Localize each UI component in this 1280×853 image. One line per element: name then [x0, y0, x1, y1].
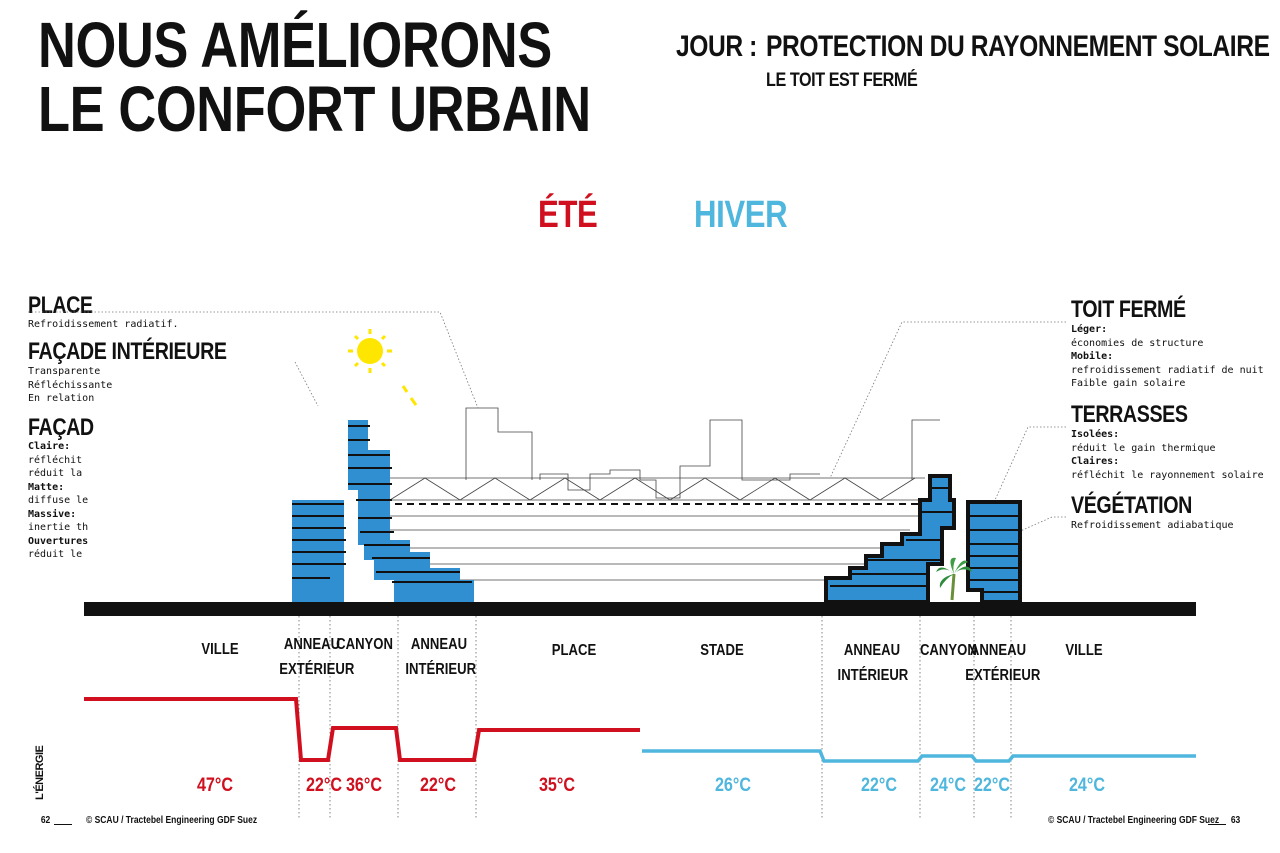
- title-line-1: NOUS AMÉLIORONS: [38, 9, 552, 81]
- left-facade-title: FAÇAD: [28, 414, 94, 441]
- header-subheading: LE TOIT EST FERMÉ: [766, 70, 918, 91]
- left-inner-building: [348, 420, 474, 602]
- temp-summer-ville: 47°C: [196, 775, 234, 796]
- zone-stade: STADE: [700, 642, 744, 659]
- temp-winter-canyon: 24°C: [929, 775, 967, 796]
- footer-credit-right: © SCAU / Tractebel Engineering GDF Suez: [1048, 815, 1220, 826]
- left-place-desc: Refroidissement radiatif.: [28, 319, 179, 330]
- right-terrasses-items: Isolées: réduit le gain thermique Claire…: [1071, 429, 1264, 481]
- temp-summer-anneau-ext: 22°C: [305, 775, 343, 796]
- energy-axis-label: L'ÉNERGIE: [34, 745, 46, 800]
- ground-line: [84, 602, 1196, 616]
- left-place-title: PLACE: [28, 292, 93, 319]
- right-outer-building: [966, 500, 1022, 604]
- right-toit-title: TOIT FERMÉ: [1071, 296, 1186, 323]
- zone-canyon-left: CANYON: [336, 636, 393, 653]
- footer-credit-left: © SCAU / Tractebel Engineering GDF Suez: [86, 815, 258, 826]
- leader-lines: [28, 311, 1066, 541]
- city-silhouette: [380, 407, 940, 581]
- left-facade-int-title: FAÇADE INTÉRIEURE: [28, 338, 227, 365]
- page-number-right: 63: [1230, 815, 1241, 826]
- zone-ville-right: VILLE: [1065, 642, 1103, 659]
- right-inner-building: [824, 474, 956, 604]
- sun-ray-dashes: [401, 385, 418, 406]
- zone-canyon-right: CANYON: [919, 642, 977, 659]
- left-outer-building: [292, 500, 346, 602]
- right-vegetation-desc: Refroidissement adiabatique: [1071, 520, 1234, 531]
- left-facade-items: Claire: réfléchit réduit la Matte: diffu…: [28, 441, 89, 560]
- temp-winter-stade: 26°C: [714, 775, 752, 796]
- zone-ville-left: VILLE: [201, 641, 239, 658]
- temp-winter-ville: 24°C: [1068, 775, 1106, 796]
- temp-winter-anneau-int: 22°C: [860, 775, 898, 796]
- footer-rule-right: [1208, 824, 1226, 825]
- header-label: JOUR :: [676, 30, 757, 63]
- header-heading: PROTECTION DU RAYONNEMENT SOLAIRE: [766, 30, 1270, 63]
- page-number-left: 62: [40, 815, 51, 826]
- temp-summer-place: 35°C: [538, 775, 576, 796]
- left-facade-int-lines: Transparente Réfléchissante En relation: [28, 366, 113, 404]
- zone-place: PLACE: [551, 642, 597, 659]
- season-summer: ÉTÉ: [538, 194, 598, 236]
- title-line-2: LE CONFORT URBAIN: [38, 73, 591, 145]
- right-terrasses-title: TERRASSES: [1071, 401, 1188, 428]
- right-vegetation-title: VÉGÉTATION: [1071, 492, 1192, 519]
- temp-summer-canyon: 36°C: [345, 775, 383, 796]
- footer-rule-left: [54, 824, 72, 825]
- palm-tree-icon: [936, 557, 972, 601]
- sun-icon: [348, 329, 392, 373]
- winter-energy-profile: [642, 749, 1196, 763]
- summer-energy-profile: [84, 697, 640, 762]
- season-winter: HIVER: [694, 194, 788, 236]
- temp-winter-anneau-ext: 22°C: [973, 775, 1011, 796]
- right-toit-items: Léger: économies de structure Mobile: re…: [1071, 324, 1264, 389]
- temp-summer-anneau-int: 22°C: [419, 775, 457, 796]
